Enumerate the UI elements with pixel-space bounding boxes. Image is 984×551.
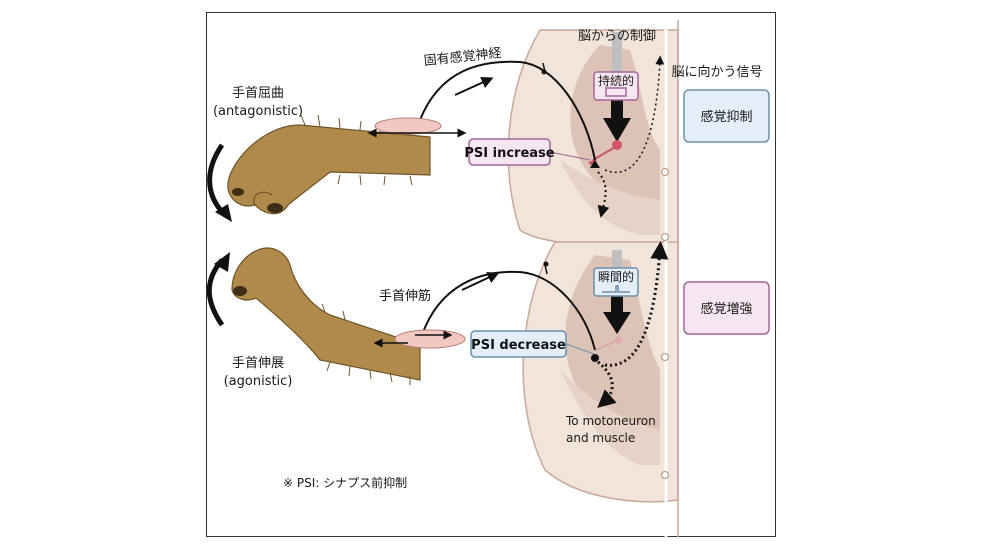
flexion-rotation-arrow (207, 143, 227, 217)
psi-increase-box (468, 138, 551, 166)
flexor-muscle (374, 117, 442, 135)
hand-extension (231, 247, 421, 385)
hand-flexion (227, 114, 431, 215)
brain-control-stream-upper (612, 32, 622, 87)
transient-box (593, 267, 639, 297)
interneuron-lower (595, 339, 619, 351)
transient-waveform-icon (602, 285, 630, 293)
wrist-extension-label: 手首伸展 (232, 356, 284, 371)
sensory-suppression-box (683, 89, 770, 143)
brain-control-label: 脳からの制御 (578, 29, 656, 44)
canal-dot (661, 233, 669, 241)
antagonistic-label: (antagonistic) (213, 104, 303, 119)
afferent-nerve-lower (421, 270, 596, 351)
sustained-waveform-icon (605, 87, 627, 97)
interneuron-soma (614, 336, 622, 344)
interneuron-soma (612, 140, 622, 150)
fingernail (267, 203, 283, 213)
down-arrow-icon (603, 296, 631, 334)
footnote: ※ PSI: シナプス前抑制 (283, 475, 407, 490)
afferent-nerve-upper (419, 60, 596, 161)
to-motoneuron-label-2: and muscle (566, 431, 635, 445)
psi-decrease-label: PSI decrease (471, 338, 566, 353)
canal-dot (661, 471, 669, 479)
canal-dot (661, 168, 669, 176)
sensory-enhancement-label: 感覚増強 (700, 301, 752, 317)
psi-decrease-box (470, 330, 567, 358)
extensor-muscle (394, 329, 466, 349)
interneuron-upper (592, 145, 618, 161)
sustained-box (593, 71, 639, 101)
brain-control-stream-lower (612, 250, 622, 280)
sensory-suppression-label: 感覚抑制 (700, 109, 752, 125)
agonistic-label: (agonistic) (224, 374, 293, 389)
to-motoneuron-path (597, 360, 617, 408)
wrist-extensor-label: 手首伸筋 (379, 288, 431, 304)
signal-to-brain-lower (604, 241, 669, 367)
sensory-enhancement-box (683, 281, 770, 335)
fingernail (232, 188, 244, 196)
fingernail (233, 286, 247, 296)
proprioceptive-nerve-label: 固有感覚神経 (423, 45, 502, 69)
to-motoneuron-label-1: To motoneuron (565, 414, 656, 428)
propagation-arrow (454, 77, 494, 96)
propagation-arrow (461, 272, 500, 291)
extension-rotation-arrow (206, 258, 225, 327)
down-arrow-icon (603, 100, 631, 142)
canal-dot (661, 353, 669, 361)
wrist-flexion-label: 手首屈曲 (232, 86, 284, 101)
transient-label: 瞬間的 (598, 269, 634, 284)
signal-to-brain-upper (604, 55, 665, 174)
spinal-cord-lower (522, 241, 679, 503)
sustained-label: 持続的 (598, 73, 634, 88)
to-brain-signal-label: 脳に向かう信号 (671, 64, 762, 80)
psi-increase-label: PSI increase (464, 146, 554, 161)
